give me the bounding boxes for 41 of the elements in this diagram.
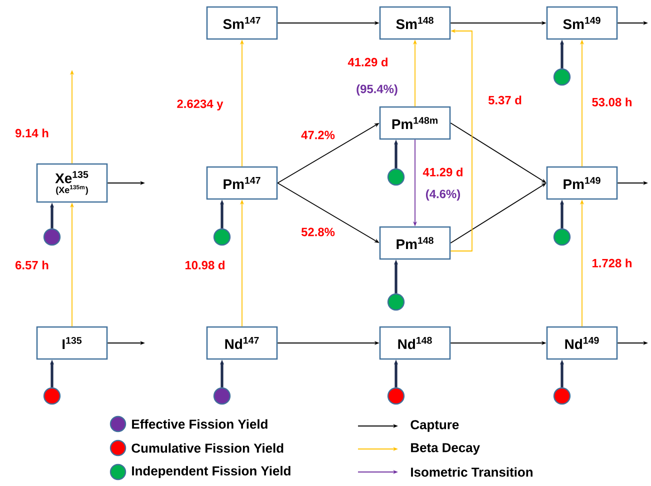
nuclide-box: Pm$^{149}$: [546, 166, 618, 200]
branching-label: (95.4%): [356, 84, 398, 96]
edge-label: 2.6234 y: [177, 100, 224, 110]
legend-text: Independent Fission Yield: [132, 466, 290, 478]
edge-label: 41.29 d: [422, 168, 462, 176]
yield-dot: [213, 228, 231, 246]
yield-dot: [387, 293, 405, 311]
nuclide-box: Sm$^{147}$: [206, 6, 278, 40]
yield-dot: [43, 387, 61, 405]
edge-label: 41.29 d: [348, 58, 388, 66]
nuclide-box: Pm$^{147}$: [206, 166, 278, 200]
nuclide-box: Xe$^{135}$ (Xe$^{135m}$): [36, 163, 108, 203]
edge-label: 52.8%: [301, 228, 335, 236]
nuclide-box: Nd$^{149}$: [546, 326, 618, 360]
yield-dot: [553, 228, 571, 246]
yield-dot: [213, 387, 231, 405]
edge-label: 47.2%: [301, 130, 335, 140]
legend-text: Effective Fission Yield: [132, 419, 268, 429]
yield-dot: [553, 387, 571, 405]
nuclide-box: Sm$^{149}$: [546, 6, 618, 40]
yield-dot: [387, 168, 405, 186]
edge-label: 6.57 h: [16, 260, 48, 270]
edge-label: 5.37 d: [488, 96, 522, 104]
nuclide-box: Pm$^{148m}$: [379, 106, 451, 140]
edge-label: 53.08 h: [592, 98, 632, 106]
yield-dot: [387, 387, 405, 405]
legend-text: Isometric Transition: [411, 467, 532, 477]
nuclide-box: I$^{135}$: [36, 326, 108, 360]
legend-text: Cumulative Fission Yield: [132, 443, 284, 453]
yield-dot: [553, 68, 571, 86]
nuclide-box: Nd$^{148}$: [379, 326, 451, 360]
nuclide-box: Sm$^{148}$: [379, 6, 451, 40]
edge-label: 9.14 h: [15, 128, 48, 138]
legend-text: Capture: [410, 420, 459, 432]
nuclide-box: Nd$^{147}$: [206, 326, 278, 360]
yield-dot: [43, 228, 61, 246]
branching-label: (4.6%): [426, 189, 460, 201]
edge-label: 1.728 h: [592, 258, 632, 268]
nuclide-box: Pm$^{148}$: [379, 226, 451, 260]
edge-label: 10.98 d: [185, 260, 224, 270]
legend-text: Beta Decay: [411, 443, 480, 455]
